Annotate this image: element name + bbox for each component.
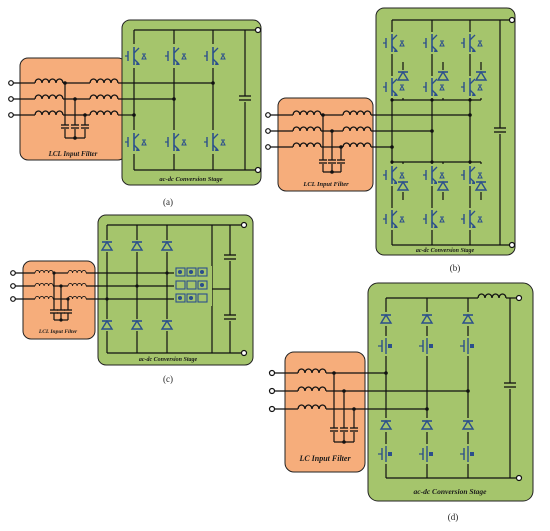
panel-d: LC Input Filter ac-dc Conversion Stage (… — [268, 282, 534, 522]
panel-c: LCL Input Filter ac-dc Conversion Stage … — [10, 214, 254, 384]
filter-label-b: LCL Input Filter — [302, 181, 349, 188]
stage-label-a: ac-dc Conversion Stage — [159, 176, 222, 183]
filter-box-b — [277, 97, 374, 192]
converter-box-d — [367, 282, 534, 502]
filter-label-d: LC Input Filter — [298, 454, 351, 463]
stage-label-c: ac-dc Conversion Stage — [139, 357, 198, 363]
filter-box-c — [22, 260, 96, 340]
caption-c: (c) — [163, 374, 173, 384]
filter-label-a: LCL Input Filter — [48, 150, 98, 158]
caption-d: (d) — [448, 512, 459, 522]
caption-a: (a) — [163, 197, 173, 207]
panel-a: LCL Input Filter ac-dc Conversion Stage … — [8, 19, 262, 207]
converter-box-a — [121, 19, 262, 186]
stage-label-b: ac-dc Conversion Stage — [416, 248, 475, 254]
filter-box-a — [19, 57, 127, 161]
panel-b: LCL Input Filter ac-dc Conversion Stage … — [265, 7, 516, 273]
caption-b: (b) — [450, 263, 461, 273]
stage-label-d: ac-dc Conversion Stage — [414, 487, 488, 496]
filter-label-c: LCL Input Filter — [38, 329, 78, 335]
switch-cluster-c — [174, 266, 212, 306]
